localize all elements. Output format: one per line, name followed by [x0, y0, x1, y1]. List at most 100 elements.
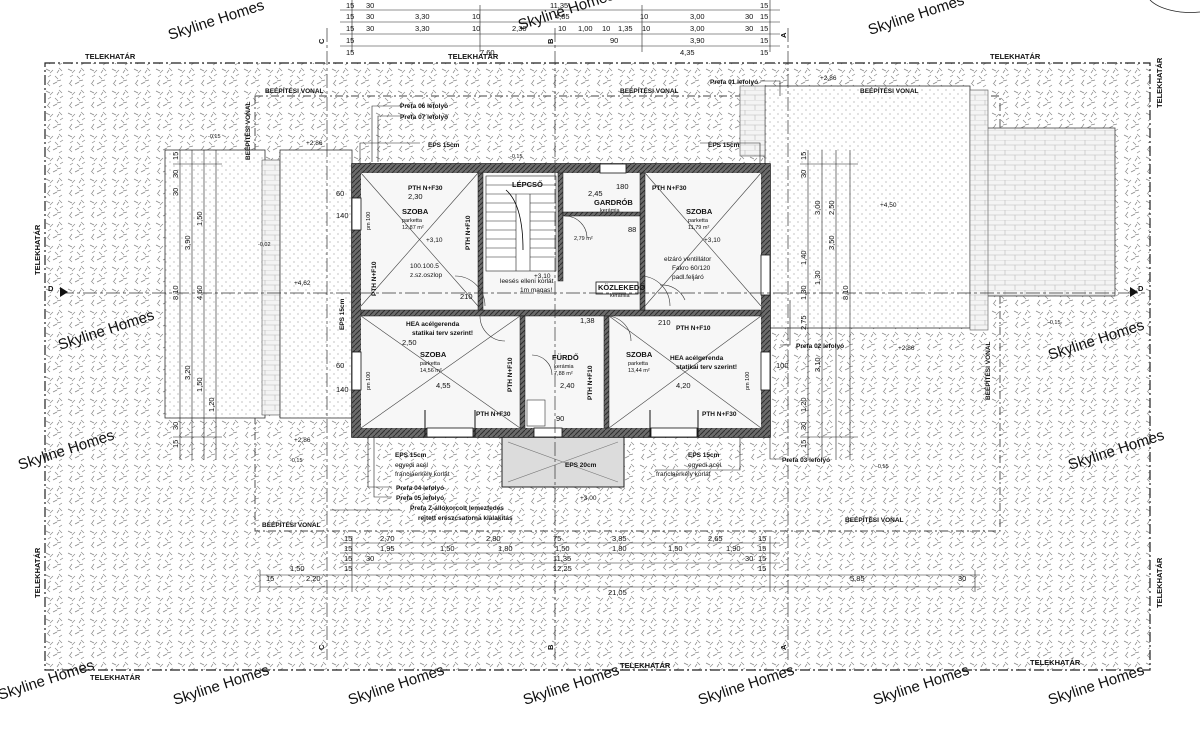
note-fakro-2: Fakro 60/120: [672, 265, 711, 272]
dim-text: 30: [745, 24, 753, 33]
entrance-hatch: [507, 441, 619, 483]
room-level: +3,10: [704, 237, 721, 244]
room-floor: kerámia: [610, 293, 631, 299]
dim-text: 1,50: [555, 544, 570, 553]
dims-right: 15 30 3,00 1,40 3,50 1,30 1,30 2,50 8,10…: [799, 152, 850, 448]
room-name: SZOBA: [420, 350, 447, 359]
room-name: SZOBA: [626, 350, 653, 359]
room-floor: kerámia: [600, 208, 621, 214]
axis-c-label: C: [317, 644, 326, 650]
dim-text: 15: [760, 1, 768, 10]
dims-top: 15 30 11,35 15 15 30 3,30 10 4,85 10 3,0…: [346, 1, 768, 57]
note-eps-top-right: EPS 15cm: [708, 142, 740, 149]
dim-text: 15: [799, 440, 808, 448]
level-mark: +2,86: [294, 437, 311, 444]
dims-top-lines: [340, 0, 780, 52]
axis-a-label: A: [779, 32, 788, 38]
wall-dim: 100: [776, 361, 789, 370]
building-line-label: BEÉPÍTÉSI VONAL: [860, 86, 919, 95]
note-fall-1: leesés elleni korlát: [500, 278, 554, 285]
french-balconies: [424, 410, 699, 437]
dim-text: 30: [366, 24, 374, 33]
dim-text: 1,20: [799, 397, 808, 412]
note-hea-left-1: HEA acélgerenda: [406, 321, 460, 328]
right-roof-area: [764, 85, 971, 329]
door-label: PTH N+F10: [587, 365, 594, 400]
dim-text: 30: [171, 422, 180, 430]
note-column-1: 100.100.5: [410, 263, 439, 270]
level-mark: +4,50: [880, 202, 897, 209]
wall-dim: 4,55: [436, 381, 451, 390]
wall-dim: 180: [616, 182, 629, 191]
right-brick-block: [739, 85, 766, 157]
dim-text: 15: [346, 12, 354, 21]
dim-text: 4,85: [555, 12, 570, 21]
wall-dim: 140: [336, 211, 349, 220]
dim-text: 1,00: [578, 24, 593, 33]
dim-text: 30: [366, 554, 374, 563]
dim-text: 3,30: [415, 24, 430, 33]
boundary-label: TELEKHATÁR: [990, 52, 1041, 61]
door-label: PTH N+F30: [408, 185, 443, 192]
dim-text: 10: [642, 24, 650, 33]
room-szoba-3: SZOBA parketta 14,56 m² PTH N+F30: [420, 350, 511, 418]
dims-right-lines: [800, 150, 858, 460]
dims-bottom: 15 2,70 2,80 75 3,85 2,65 15 15 1,95 1,5…: [266, 534, 966, 597]
wall-dim: 4,20: [676, 381, 691, 390]
room-szoba-2: PTH N+F30 SZOBA parketta 11,79 m² +3,10: [652, 185, 721, 244]
dim-text: 30: [171, 170, 180, 178]
dim-text: 30: [745, 12, 753, 21]
note-prefa01: Prefa 01 lefolyó: [710, 79, 758, 86]
note-fall-2: 1m magas!: [520, 287, 552, 294]
dim-text: 15: [346, 24, 354, 33]
dim-text: 10: [602, 24, 610, 33]
axis-b-label: B: [546, 644, 555, 650]
dim-text: 11,35: [550, 1, 568, 10]
wall-dim: 2,45: [588, 189, 603, 198]
room-furdo: FÜRDŐ kerámia 7,88 m² PTH N+F10: [552, 353, 594, 400]
note-prefa04: Prefa 04 lefolyó: [396, 485, 444, 492]
level-mark: +2,86: [898, 345, 915, 352]
dim-text: 2,65: [708, 534, 723, 543]
dim-text: 15: [760, 36, 768, 45]
wall-dim: 88: [628, 225, 636, 234]
wall-top: [352, 164, 770, 173]
dim-text: 3,90: [690, 36, 705, 45]
room-floor: kerámia: [554, 364, 575, 370]
room-kozlekedo: KÖZLEKEDŐ kerámia: [598, 283, 645, 299]
building-line-label: BEÉPÍTÉSI VONAL: [845, 515, 904, 524]
note-gutter: rejtett ereszcsatorna kialakítás: [418, 515, 513, 522]
note-rail-left-2: franciaerkély korlát: [395, 471, 450, 478]
dim-text: 3,00: [690, 24, 705, 33]
level-mark: +2,86: [306, 140, 323, 147]
axis-d-marker: [60, 287, 68, 297]
level-mark: -0,15: [290, 458, 303, 464]
dim-text: 12,25: [553, 564, 572, 573]
note-rail-right-1: egyedi acél: [688, 462, 721, 469]
level-mark: -0,15: [510, 154, 523, 160]
fakro-hatch: [595, 281, 639, 295]
note-prefa02: Prefa 02 lefolyó: [796, 343, 844, 350]
room-floor: parketta: [688, 218, 709, 224]
level-mark: -0,15: [1048, 320, 1061, 326]
dim-text: 4,35: [680, 48, 695, 57]
room-gardrob: GARDRÓB kerámia 2,79 m²: [574, 198, 633, 242]
boundary-label: TELEKHATÁR: [1030, 658, 1081, 667]
room-floor: parketta: [402, 218, 423, 224]
room-name: KÖZLEKEDŐ: [598, 283, 645, 292]
note-hea-right-1: HEA acélgerenda: [670, 355, 724, 362]
boundary-label: TELEKHATÁR: [33, 224, 42, 275]
dim-text: 1,20: [207, 397, 216, 412]
boundary-label: TELEKHATÁR: [620, 661, 671, 670]
room-name: GARDRÓB: [594, 198, 633, 207]
boundary-label: TELEKHATÁR: [1155, 57, 1164, 108]
building-line-label: BEÉPÍTÉSI VONAL: [620, 86, 679, 95]
room-floor: parketta: [420, 361, 441, 367]
dim-text: 15: [758, 554, 766, 563]
dim-text: 4,60: [195, 285, 204, 300]
dim-text: 15: [799, 152, 808, 160]
dim-text: 30: [745, 554, 753, 563]
room-lepcso: LÉPCSŐ: [512, 180, 543, 189]
dim-text: 15: [344, 534, 352, 543]
dim-text: 3,10: [813, 357, 822, 372]
